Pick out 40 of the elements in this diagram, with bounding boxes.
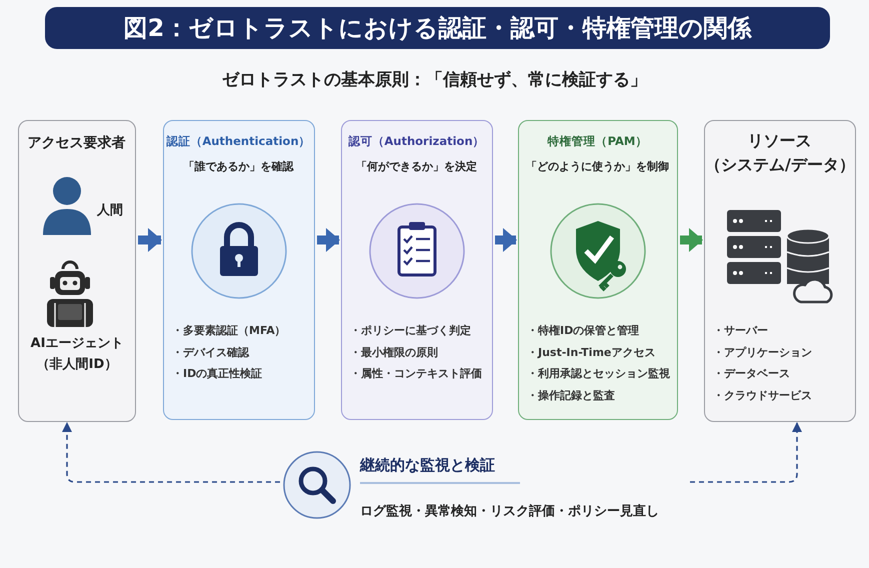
monitoring-heading: 継続的な監視と検証 (360, 456, 495, 475)
box-heading: リソース (746, 131, 812, 152)
bullet-item: ・属性・コンテキスト評価 (350, 366, 482, 381)
subtitle: ゼロトラストの基本原則：「信頼せず、常に検証する」 (221, 69, 648, 91)
icon-label: 人間 (97, 202, 123, 219)
box-heading: （システム/データ） (705, 155, 854, 176)
flow-arrow (495, 228, 517, 252)
monitoring-description: ログ監視・異常検知・リスク評価・ポリシー見直し (360, 502, 659, 520)
process-box (163, 120, 315, 420)
bullet-item: ・Just-In-Timeアクセス (527, 344, 656, 360)
feedback-arrow (62, 422, 280, 483)
bullet-item: ・最小権限の原則 (350, 344, 438, 360)
box-subheading: 「誰であるか」を確認 (182, 159, 295, 174)
bullet-item: ・多要素認証（MFA） (172, 323, 286, 338)
bullet-item: ・アプリケーション (713, 344, 812, 360)
bullet-item: ・利用承認とセッション監視 (527, 366, 670, 381)
bullet-item: ・ポリシーに基づく判定 (350, 323, 471, 338)
flow-arrow (680, 228, 703, 252)
feedback-arrow (690, 422, 802, 483)
bullet-item: ・サーバー (713, 323, 768, 338)
box-heading: 認証（Authentication） (165, 134, 312, 149)
bullet-item: ・IDの真正性検証 (172, 366, 262, 381)
bullet-item: ・クラウドサービス (713, 388, 812, 402)
process-box (704, 120, 856, 422)
bullet-item: ・データベース (713, 366, 790, 381)
process-box (518, 120, 678, 420)
box-subheading: 「どのように使うか」を制御 (525, 159, 670, 174)
box-heading: 特権管理（PAM） (546, 134, 648, 149)
title-banner: 図2：ゼロトラストにおける認証・認可・特権管理の関係 (45, 7, 830, 49)
flow-arrow (317, 228, 340, 252)
bullet-item: ・デバイス確認 (172, 344, 249, 360)
bullet-item: ・特権IDの保管と管理 (527, 323, 640, 338)
icon-label: AIエージェント（非人間ID） (30, 335, 124, 374)
process-box (341, 120, 493, 420)
process-box (18, 120, 136, 422)
box-heading: 認可（Authorization） (347, 134, 486, 149)
box-subheading: 「何ができるか」を決定 (355, 159, 478, 174)
bullet-item: ・操作記録と監査 (527, 388, 615, 402)
box-heading: アクセス要求者 (26, 134, 126, 152)
flow-arrow (138, 228, 162, 252)
